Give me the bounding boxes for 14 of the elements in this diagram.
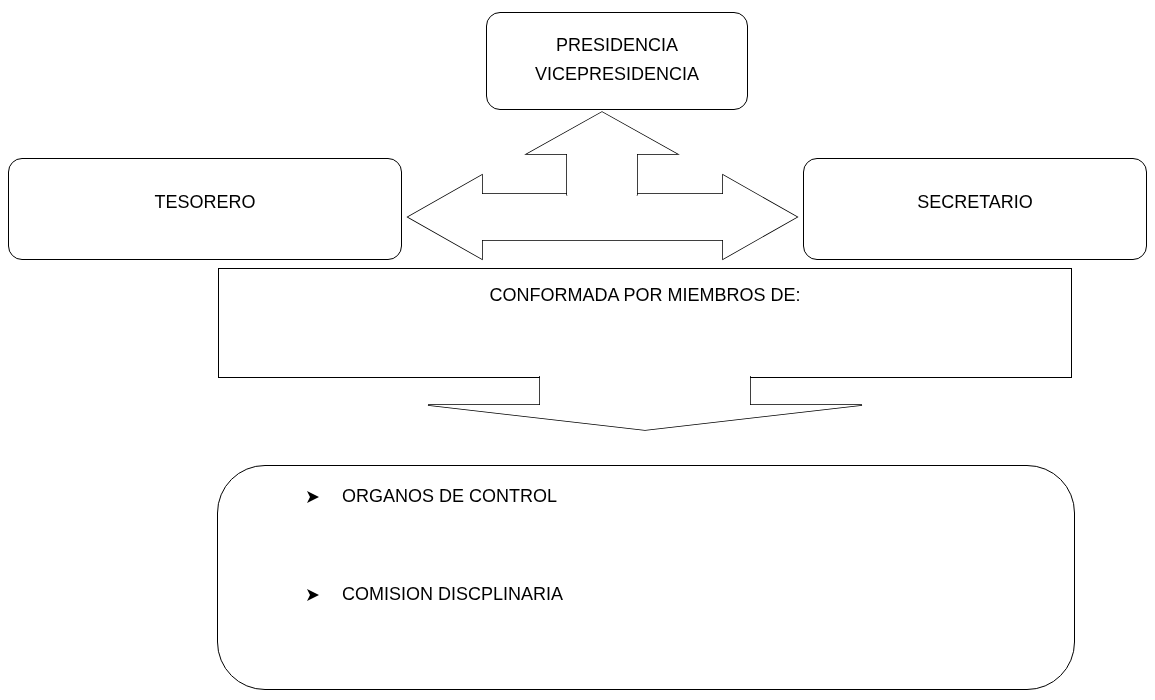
list-item-text: COMISION DISCPLINARIA	[342, 584, 564, 605]
box-label: CONFORMADA POR MIEMBROS DE:	[489, 285, 801, 305]
title-box	[486, 12, 748, 110]
box-label: PRESIDENCIA VICEPRESIDENCIA	[534, 35, 699, 84]
block-arrow	[427, 375, 863, 431]
callout-box	[218, 268, 1072, 378]
block-arrow	[524, 111, 680, 197]
box-label: TESORERO	[154, 192, 256, 212]
list-item-text: ORGANOS DE CONTROL	[342, 486, 558, 507]
box-label: SECRETARIO	[917, 192, 1033, 212]
block-arrow	[406, 173, 798, 261]
role-box	[803, 158, 1147, 260]
role-box	[8, 158, 402, 260]
list-box	[217, 465, 1075, 690]
